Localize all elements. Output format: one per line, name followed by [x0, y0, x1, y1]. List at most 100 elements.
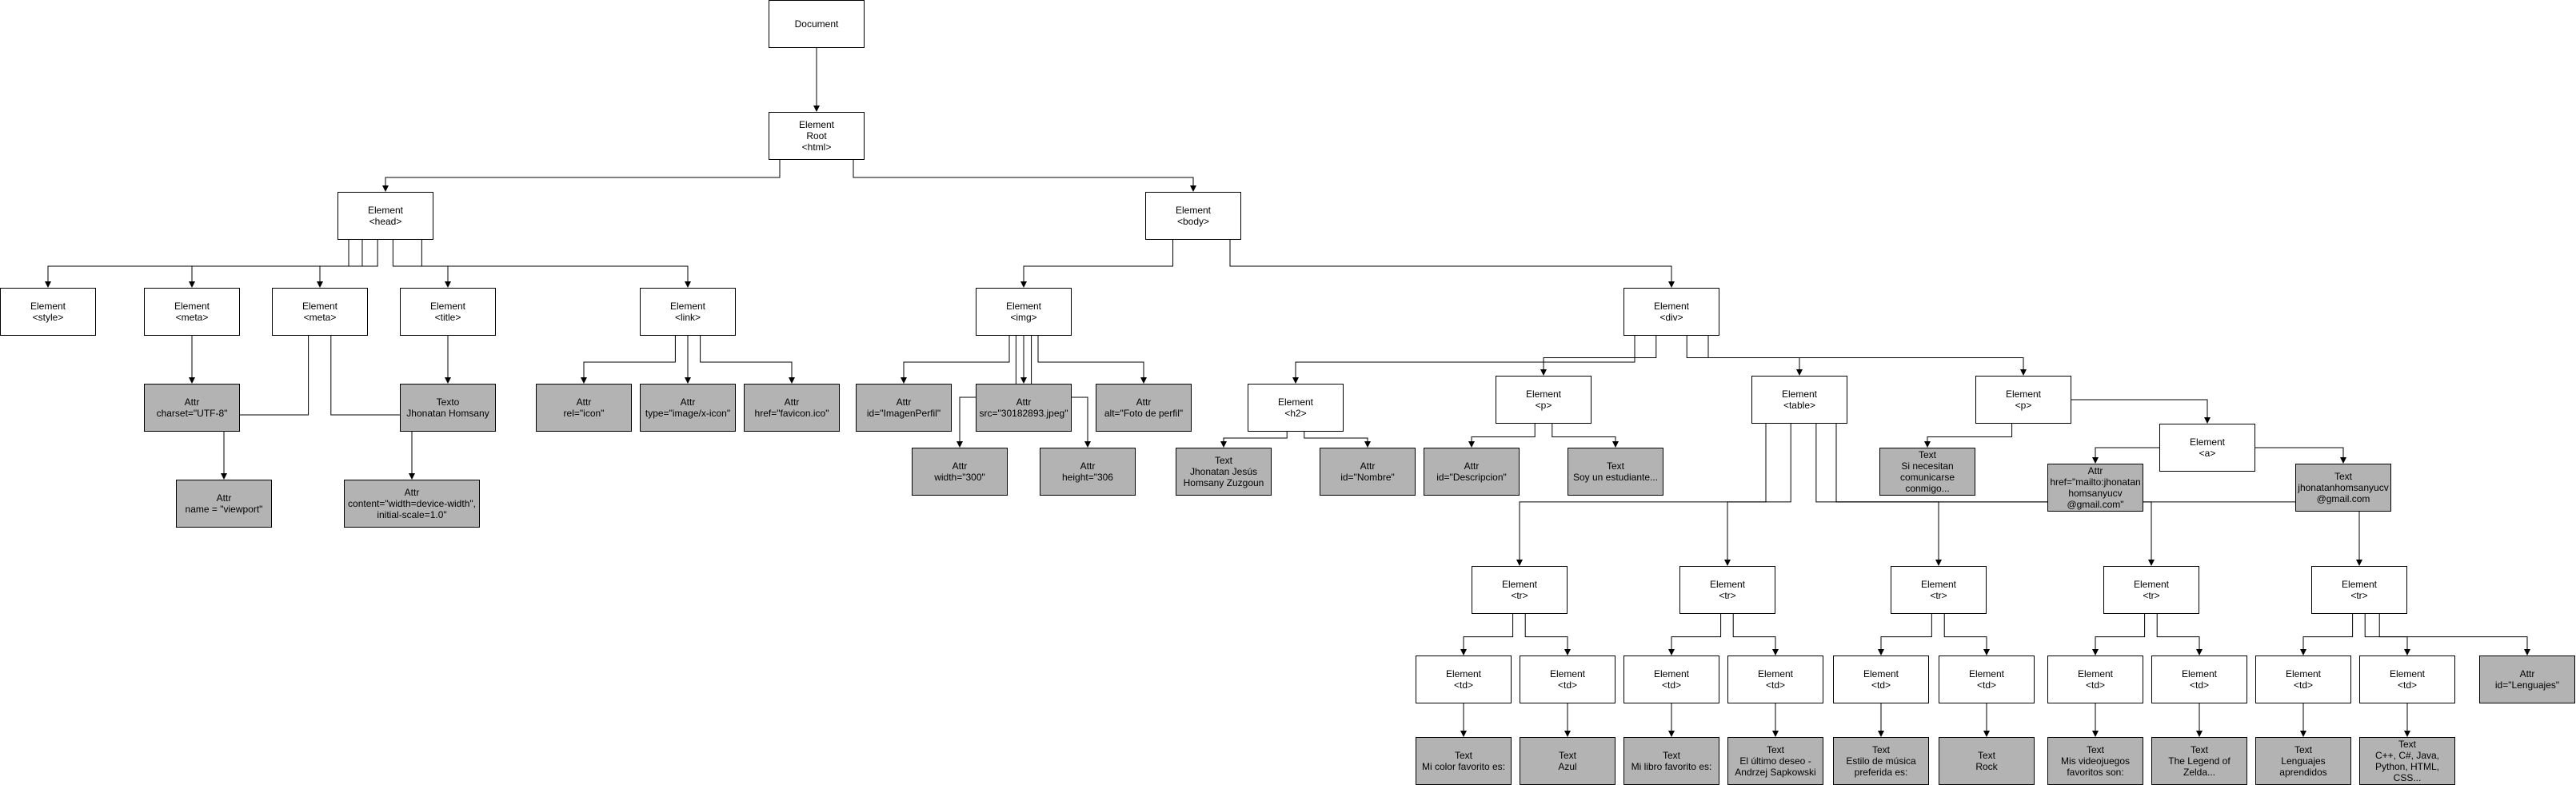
node-td3b: Element<td> [1939, 655, 2035, 703]
node-label-line: <div> [1659, 312, 1683, 323]
edge-img-imgalt [1037, 336, 1147, 384]
node-td1a: Element<td> [1416, 655, 1512, 703]
edge-link-rel [581, 336, 676, 384]
node-label-line: <td> [1453, 679, 1474, 691]
edge-link-href [700, 336, 795, 384]
edge-head-meta2 [317, 240, 378, 288]
node-label-line: Attr [680, 396, 696, 408]
node-label-line: Text [1606, 460, 1624, 472]
node-label-line: Attr [896, 396, 912, 408]
node-label-line: Element [1653, 668, 1690, 679]
node-label-line: type="image/x-icon" [645, 408, 731, 419]
node-label-line: Element [1920, 579, 1957, 590]
node-label-line: <td> [2293, 679, 2314, 691]
node-td5b: Element<td> [2359, 655, 2455, 703]
node-label-line: <p> [1535, 400, 1552, 411]
edge-html-head [382, 160, 781, 192]
node-label-line: <link> [674, 312, 701, 323]
node-label-line: Element [1005, 301, 1042, 312]
node-label-line: Element [429, 301, 466, 312]
node-label-line: Root [806, 130, 827, 141]
node-td1b: Element<td> [1520, 655, 1615, 703]
node-label-line: name = "viewport" [185, 504, 263, 515]
node-label-line: Attr [184, 396, 200, 408]
node-label-line: Python, HTML, [2374, 761, 2440, 772]
node-label-line: Mi libro favorito es: [1631, 761, 1712, 772]
node-label-line: Attr [1080, 460, 1096, 472]
edge-h2-h2text [1220, 432, 1288, 448]
node-label-line: Element [30, 301, 66, 312]
edge-head-meta1 [189, 240, 363, 288]
node-label-line: <head> [369, 216, 402, 227]
node-label-line: Element [1549, 668, 1586, 679]
node-label-line: <html> [801, 141, 832, 153]
edge-div-p1 [1540, 336, 1657, 376]
node-label-line: Soy un estudiante... [1572, 472, 1659, 483]
node-label-line: The Legend of [2168, 755, 2231, 767]
node-label-line: href="favicon.ico" [754, 408, 829, 419]
node-label-line: <td> [1765, 679, 1786, 691]
node-label-line: Text [1454, 750, 1472, 761]
node-label-line: Jhonatan Homsany [406, 408, 489, 419]
node-label-line: Element [1175, 205, 1212, 216]
node-label-line: Element [1709, 579, 1746, 590]
node-label-line: Jhonatan Jesús [1189, 466, 1258, 477]
node-label-line: Element [2189, 436, 2226, 448]
node-label-line: Text [1766, 744, 1784, 755]
node-label-line: Attr [2087, 465, 2103, 476]
node-label-line: height="306 [1062, 472, 1113, 483]
edge-head-title [392, 240, 451, 288]
node-label-line: homsanyucv [2068, 488, 2123, 499]
node-label-line: Element [302, 301, 338, 312]
node-td2a: Element<td> [1623, 655, 1719, 703]
node-label-line: id="ImagenPerfil" [866, 408, 941, 419]
node-label-line: Element [1863, 668, 1899, 679]
node-meta2: Element<meta> [272, 288, 368, 336]
edge-tr4-td4b [2156, 614, 2203, 655]
node-label-line: Estilo de música [1846, 755, 1916, 767]
node-label-line: Element [2341, 579, 2378, 590]
node-meta1: Element<meta> [144, 288, 240, 336]
node-label-line: Zelda... [2183, 767, 2216, 778]
node-title: Element<title> [400, 288, 496, 336]
node-tr3: Element<tr> [1891, 566, 1987, 614]
node-label-line: jhonatanhomsanyucv [2298, 482, 2389, 493]
node-label-line: Text [2086, 744, 2104, 755]
node-label-line: Text [2334, 471, 2352, 482]
node-label-line: content="width=device-width", [348, 498, 476, 509]
node-label-line: <title> [434, 312, 461, 323]
node-tr2: Element<tr> [1679, 566, 1775, 614]
node-label-line: <meta> [175, 312, 209, 323]
node-label-line: Element [1968, 668, 2005, 679]
node-label-line: <td> [1661, 679, 1682, 691]
node-label-line: id="Descripcion" [1436, 472, 1507, 483]
node-label-line: Attr [576, 396, 592, 408]
node-label-line: <td> [2189, 679, 2210, 691]
node-label-line: Element [798, 119, 835, 130]
node-label-line: <meta> [303, 312, 337, 323]
edge-tr5-tableid [2378, 614, 2530, 655]
node-label-line: <tr> [1930, 590, 1947, 601]
node-label-line: Attr [2519, 668, 2535, 679]
node-label-line: @gmail.com [2316, 493, 2370, 504]
edge-div-p2 [1707, 336, 2027, 376]
node-label-line: Mi color favorito es: [1421, 761, 1506, 772]
edge-head-style [45, 240, 349, 288]
node-label-line: Attr [1016, 396, 1032, 408]
node-label-line: <td> [2397, 679, 2418, 691]
